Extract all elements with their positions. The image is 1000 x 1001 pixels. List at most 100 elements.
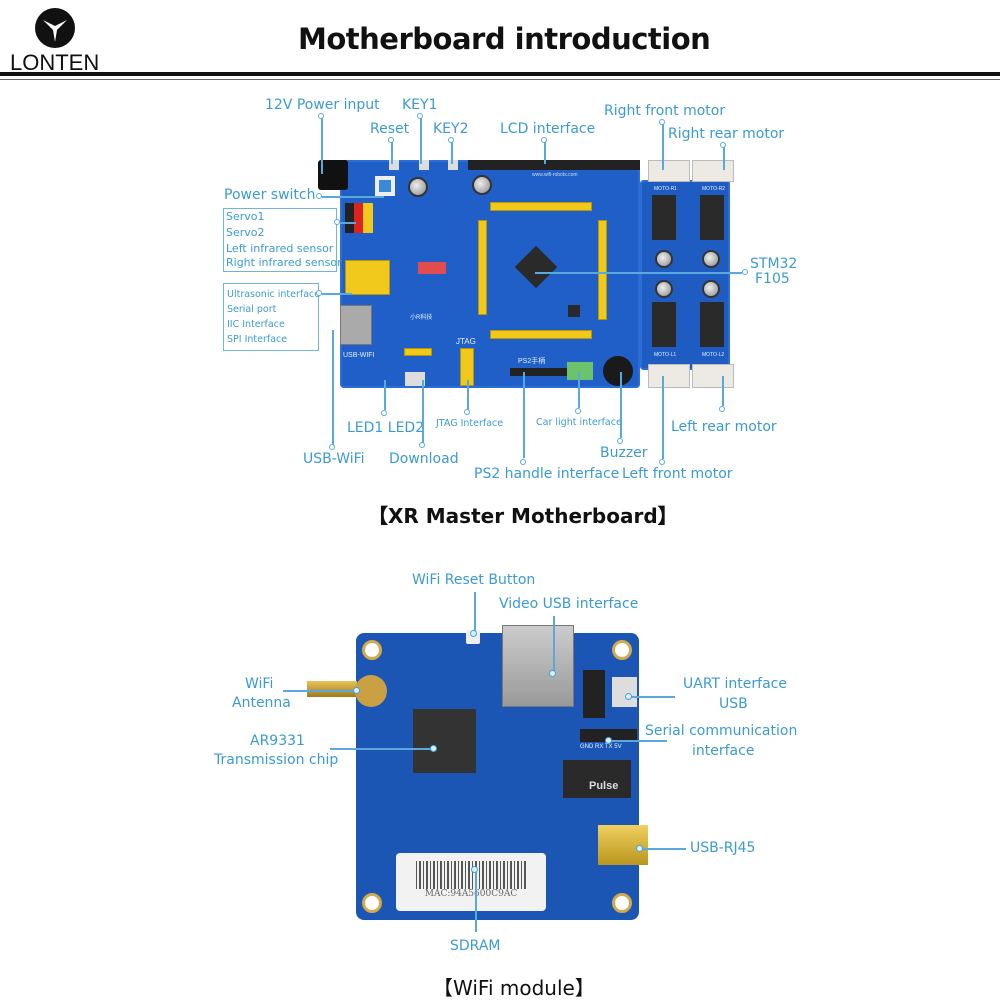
logo-text: LONTEN [10, 50, 100, 75]
label-mcu-line2: F105 [755, 271, 790, 287]
power-jack [318, 160, 348, 190]
board-url: www.wifi-robots.com [532, 172, 578, 178]
label-servo1: Servo1 [226, 210, 265, 223]
pin-header [490, 330, 592, 339]
uart-usb-port [612, 677, 637, 707]
mounting-hole [612, 640, 632, 660]
mounting-hole [362, 893, 382, 913]
label-wifi-reset: WiFi Reset Button [412, 572, 536, 588]
pin-header [404, 348, 432, 356]
mac-address: MAC:94A5600C9AC [424, 889, 518, 899]
label-power-switch: Power switch [224, 187, 316, 203]
key1-button [419, 160, 429, 170]
label-usb-rj45: USB-RJ45 [690, 840, 756, 856]
mounting-hole [362, 640, 382, 660]
capacitor [408, 177, 428, 197]
jumper [583, 670, 605, 718]
servo-header [345, 203, 373, 233]
label-key2: KEY2 [433, 121, 469, 137]
motor-driver-chip [700, 302, 724, 347]
label-iic: IIC Interface [227, 319, 285, 330]
label-antenna-line1: WiFi [245, 676, 274, 692]
lonten-logo-icon [35, 8, 75, 48]
label-ps2: PS2 handle interface [474, 466, 620, 482]
car-light-terminal [567, 362, 593, 380]
download-port [405, 372, 425, 386]
label-serial-line1: Serial communication [645, 723, 798, 739]
motor-connector-lr [692, 364, 734, 388]
label-buzzer: Buzzer [600, 445, 648, 461]
label-video-usb: Video USB interface [499, 596, 639, 612]
label-download: Download [389, 451, 459, 467]
wifi-caption: 【WiFi module】 [433, 976, 595, 1000]
capacitor [472, 175, 492, 195]
label-reset: Reset [370, 121, 410, 137]
label-lcd: LCD interface [500, 121, 596, 137]
capacitor [655, 250, 673, 268]
usb-wifi-silk: USB-WIFI [343, 352, 375, 359]
label-left-front-motor: Left front motor [622, 466, 733, 482]
ar9331-chip [413, 709, 476, 773]
header-divider-thin [0, 79, 1000, 80]
label-right-ir: Right infrared sensor [226, 256, 342, 269]
brand-silk: 小R科技 [410, 315, 433, 321]
label-chip-line2: Transmission chip [214, 752, 339, 768]
pin-header [490, 202, 592, 211]
label-uart-line1: UART interface [683, 676, 787, 692]
label-chip-line1: AR9331 [250, 733, 305, 749]
motor-connector-lf [648, 364, 690, 388]
moto-r1-silk: MOTO-R1 [654, 186, 677, 192]
sensor-header [345, 260, 390, 295]
label-right-front-motor: Right front motor [604, 103, 726, 119]
antenna-connector [307, 681, 357, 697]
pulse-silk: Pulse [589, 780, 619, 792]
moto-r2-silk: MOTO-R2 [702, 186, 725, 192]
lcd-header [468, 160, 640, 170]
label-sdram: SDRAM [450, 938, 501, 954]
header-divider [0, 72, 1000, 76]
label-servo2: Servo2 [226, 226, 265, 239]
buzzer [603, 356, 633, 386]
mac-sticker: MAC:94A5600C9AC [396, 853, 546, 911]
capacitor [702, 280, 720, 298]
label-antenna-line2: Antenna [232, 695, 291, 711]
ps2-header [510, 368, 568, 376]
moto-l1-silk: MOTO-L1 [654, 352, 677, 358]
interface-group-box: Ultrasonic interface Serial port IIC Int… [223, 283, 321, 351]
video-usb-port [502, 625, 574, 707]
ps2-silk: PS2手柄 [518, 358, 546, 365]
label-spi: SPI Interface [227, 334, 288, 345]
motor-connector-rf [648, 160, 690, 182]
label-left-ir: Left infrared sensor [226, 242, 334, 255]
label-serial-line2: interface [692, 743, 755, 759]
motor-connector-rr [692, 160, 734, 182]
label-left-rear-motor: Left rear motor [671, 419, 777, 435]
label-power-input: 12V Power input [265, 97, 380, 113]
reset-button [389, 160, 399, 170]
capacitor [702, 250, 720, 268]
red-header [418, 262, 446, 274]
motherboard-caption: 【XR Master Motherboard】 [368, 504, 678, 528]
serial-pins-silk: GND RX TX 5V [580, 744, 622, 750]
pin-header [478, 220, 487, 315]
capacitor [655, 280, 673, 298]
pin-header [598, 220, 607, 320]
power-switch [375, 176, 395, 196]
pulse-transformer: Pulse [563, 760, 631, 798]
label-ultrasonic: Ultrasonic interface [227, 289, 321, 300]
motherboard-pcb [340, 160, 640, 388]
mounting-hole [612, 893, 632, 913]
motor-driver-chip [652, 195, 676, 240]
label-right-rear-motor: Right rear motor [668, 126, 785, 142]
label-serial-port: Serial port [227, 304, 277, 315]
motor-driver-chip [652, 302, 676, 347]
label-uart-line2: USB [719, 696, 748, 712]
jtag-silk: JTAG [456, 337, 476, 346]
usb-wifi-port [340, 305, 372, 345]
label-key1: KEY1 [402, 97, 438, 113]
serial-header [580, 729, 637, 742]
antenna-base [355, 675, 387, 707]
key2-button [448, 160, 458, 170]
moto-l2-silk: MOTO-L2 [702, 352, 725, 358]
servo-group-box: Servo1 Servo2 Left infrared sensor Right… [223, 208, 342, 272]
